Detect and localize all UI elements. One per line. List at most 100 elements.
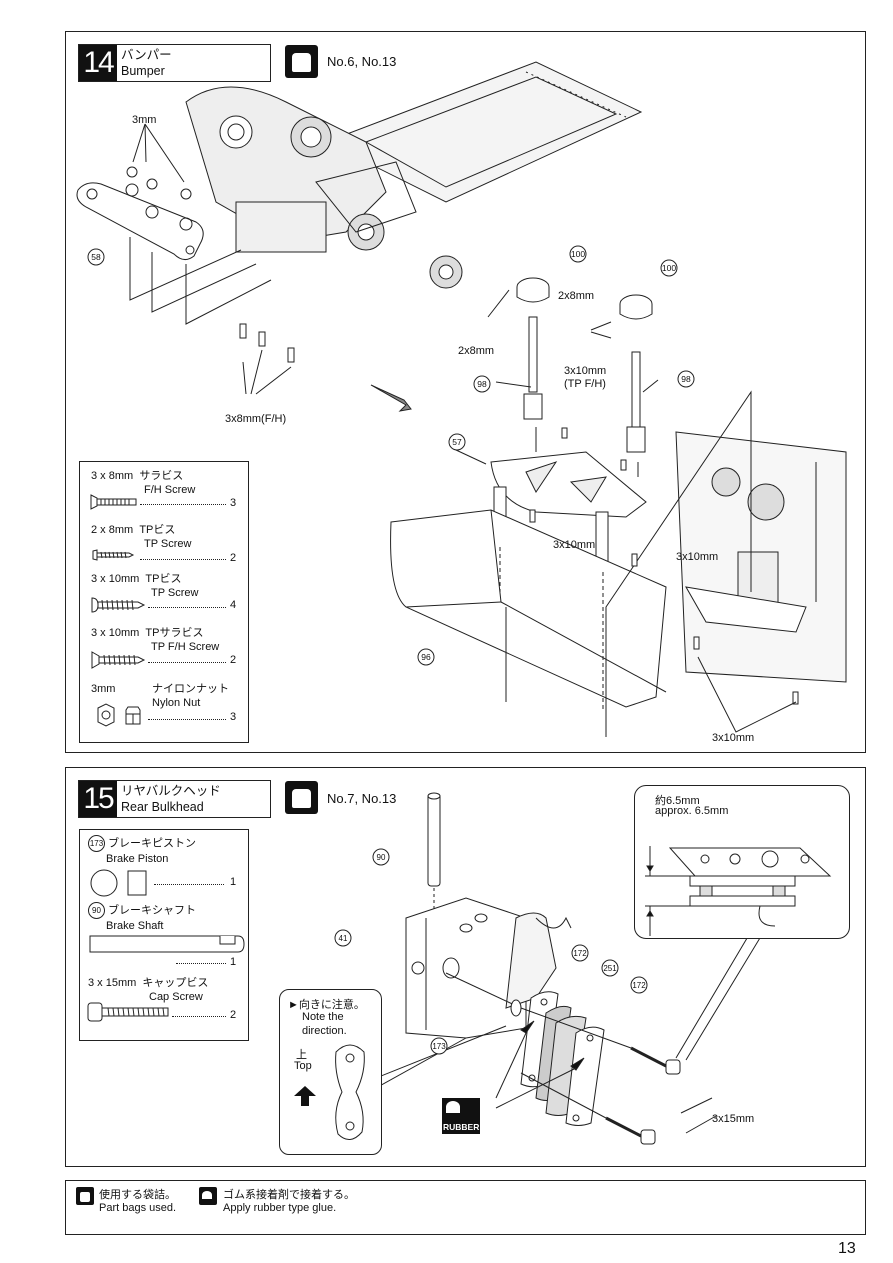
- part-callout: 96: [417, 648, 435, 666]
- bag-numbers: No.7, No.13: [327, 791, 397, 806]
- legend-row: 173 ブレーキピストン Brake Piston: [88, 835, 248, 866]
- tp-screw-label: 3x10mm: [712, 732, 755, 744]
- svg-text:98: 98: [681, 374, 691, 384]
- part-quantity: 2: [230, 552, 237, 564]
- up-arrow-icon: [294, 1086, 316, 1106]
- tp-screw-label: 2x8mm: [558, 290, 595, 302]
- bag-numbers: No.6, No.13: [327, 54, 397, 69]
- part-quantity: 1: [230, 876, 237, 888]
- part-callout: 172: [630, 976, 648, 994]
- part-name-en: Brake Piston: [106, 853, 169, 865]
- page-number: 13: [838, 1240, 856, 1257]
- top-jp: 上: [296, 1049, 307, 1061]
- part-name-jp: サラビス: [139, 470, 184, 482]
- part-name-jp: TPビス: [145, 573, 182, 585]
- part-size: 2 x 8mm: [91, 524, 134, 536]
- svg-text:100: 100: [662, 263, 676, 273]
- rubber-glue-icon: RUBBER: [442, 1098, 480, 1134]
- part-callout: 173: [430, 1037, 448, 1055]
- part-name-en: F/H Screw: [144, 484, 196, 496]
- tp-screw-label: 3x10mm: [676, 551, 719, 563]
- tp-fh-screw-icon: [91, 651, 146, 669]
- footer-glue-jp: ゴム系接着剤で接着する。: [223, 1189, 355, 1201]
- bag-icon: [285, 45, 318, 78]
- part-callout: 58: [87, 248, 105, 266]
- glue-icon: [199, 1187, 217, 1205]
- step-number: 15: [79, 781, 117, 817]
- part-quantity: 2: [230, 654, 237, 666]
- step-15-parts-legend: 173 ブレーキピストン Brake Piston 1 90 ブレーキシャフト …: [79, 829, 249, 1041]
- footer-bag-jp: 使用する袋詰。: [99, 1189, 176, 1201]
- part-name-en: TP Screw: [144, 538, 192, 550]
- legend-row: 2 x 8mm TPビス TP Screw: [91, 523, 241, 551]
- part-name-en: Nylon Nut: [152, 697, 201, 709]
- legend-row: 3 x 8mm サラビス F/H Screw: [91, 469, 241, 497]
- rubber-label: RUBBER: [443, 1122, 480, 1132]
- direction-note-box: ►向きに注意。 Note the direction. 上 Top: [279, 989, 382, 1155]
- svg-text:172: 172: [573, 949, 587, 958]
- nylon-nut-icon: [97, 703, 141, 727]
- legend-row: 90 ブレーキシャフト Brake Shaft: [88, 902, 248, 933]
- part-name-jp: キャップビス: [142, 977, 209, 989]
- part-quantity: 4: [230, 599, 237, 611]
- brake-pad-shape: [335, 1044, 365, 1140]
- svg-text:90: 90: [377, 853, 386, 862]
- rear-bulkhead-illustration: 90 41 172 251 172 173: [334, 792, 767, 1145]
- part-callout: 98: [677, 370, 695, 388]
- svg-text:173: 173: [432, 1042, 446, 1051]
- svg-text:100: 100: [571, 249, 585, 259]
- note-jp: ►向きに注意。: [288, 999, 365, 1011]
- part-callout: 100: [569, 245, 587, 263]
- footer-bag-en: Part bags used.: [99, 1202, 177, 1214]
- brake-shaft-icon: [89, 935, 245, 953]
- step-14-panel: 14 バンパー Bumper No.6, No.13: [65, 31, 866, 753]
- part-name-jp: ナイロンナット: [152, 683, 229, 695]
- part-callout: 100: [660, 259, 678, 277]
- part-size: 3 x 15mm: [88, 977, 137, 989]
- approx-en: approx. 6.5mm: [655, 805, 729, 817]
- step-15-panel: 15 リヤバルクヘッド Rear Bulkhead No.7, No.13: [65, 767, 866, 1167]
- step-title-en: Rear Bulkhead: [121, 800, 204, 814]
- svg-text:58: 58: [91, 252, 101, 262]
- tp-screw-label: 3x10mm: [553, 539, 596, 551]
- svg-text:251: 251: [603, 964, 617, 973]
- screw-fh-label: 3x8mm(F/H): [225, 413, 287, 425]
- part-name-jp: TPサラビス: [145, 627, 204, 639]
- part-quantity: 2: [230, 1009, 237, 1021]
- part-name-en: TP Screw: [151, 587, 199, 599]
- part-size: 3 x 10mm: [91, 627, 140, 639]
- part-name-en: Cap Screw: [149, 991, 203, 1003]
- step-15-header: 15 リヤバルクヘッド Rear Bulkhead: [78, 780, 271, 818]
- legend-row: 3 x 10mm TPビス TP Screw: [91, 572, 241, 600]
- part-quantity: 1: [230, 956, 237, 968]
- part-quantity: 3: [230, 497, 237, 509]
- step-14-header: 14 バンパー Bumper: [78, 44, 271, 82]
- part-callout: 172: [571, 944, 589, 962]
- fh-screw-icon: [90, 494, 137, 510]
- bag-icon: [76, 1187, 94, 1205]
- step-title-jp: リヤバルクヘッド: [121, 784, 221, 798]
- svg-text:96: 96: [421, 652, 431, 662]
- svg-text:57: 57: [452, 437, 462, 447]
- part-name-jp: ブレーキピストン: [108, 837, 197, 850]
- note-en-2: direction.: [302, 1025, 347, 1037]
- part-name-en: TP F/H Screw: [151, 641, 220, 653]
- svg-text:41: 41: [339, 934, 348, 943]
- part-name-jp: TPビス: [139, 524, 176, 536]
- legend-row: 3 x 15mm キャップビス Cap Screw: [88, 976, 248, 1004]
- legend-row: 3mm ナイロンナット Nylon Nut: [91, 682, 241, 710]
- part-number: 173: [88, 835, 105, 852]
- tp-screw-label: 2x8mm: [458, 345, 495, 357]
- svg-text:98: 98: [477, 379, 487, 389]
- part-name-jp: ブレーキシャフト: [108, 904, 197, 917]
- approx-jp: 約6.5mm: [655, 795, 700, 807]
- tp-screw-icon: [92, 549, 135, 561]
- step-title-en: Bumper: [121, 64, 165, 78]
- tpfh-screw-sublabel: (TP F/H): [564, 378, 606, 390]
- part-number: 90: [88, 902, 105, 919]
- top-en: Top: [294, 1060, 312, 1072]
- part-callout: 90: [372, 848, 390, 866]
- part-callout: 41: [334, 929, 352, 947]
- bumper-assembly-illustration: 58 100 100 98 98 57: [76, 61, 847, 737]
- part-size: 3 x 10mm: [91, 573, 140, 585]
